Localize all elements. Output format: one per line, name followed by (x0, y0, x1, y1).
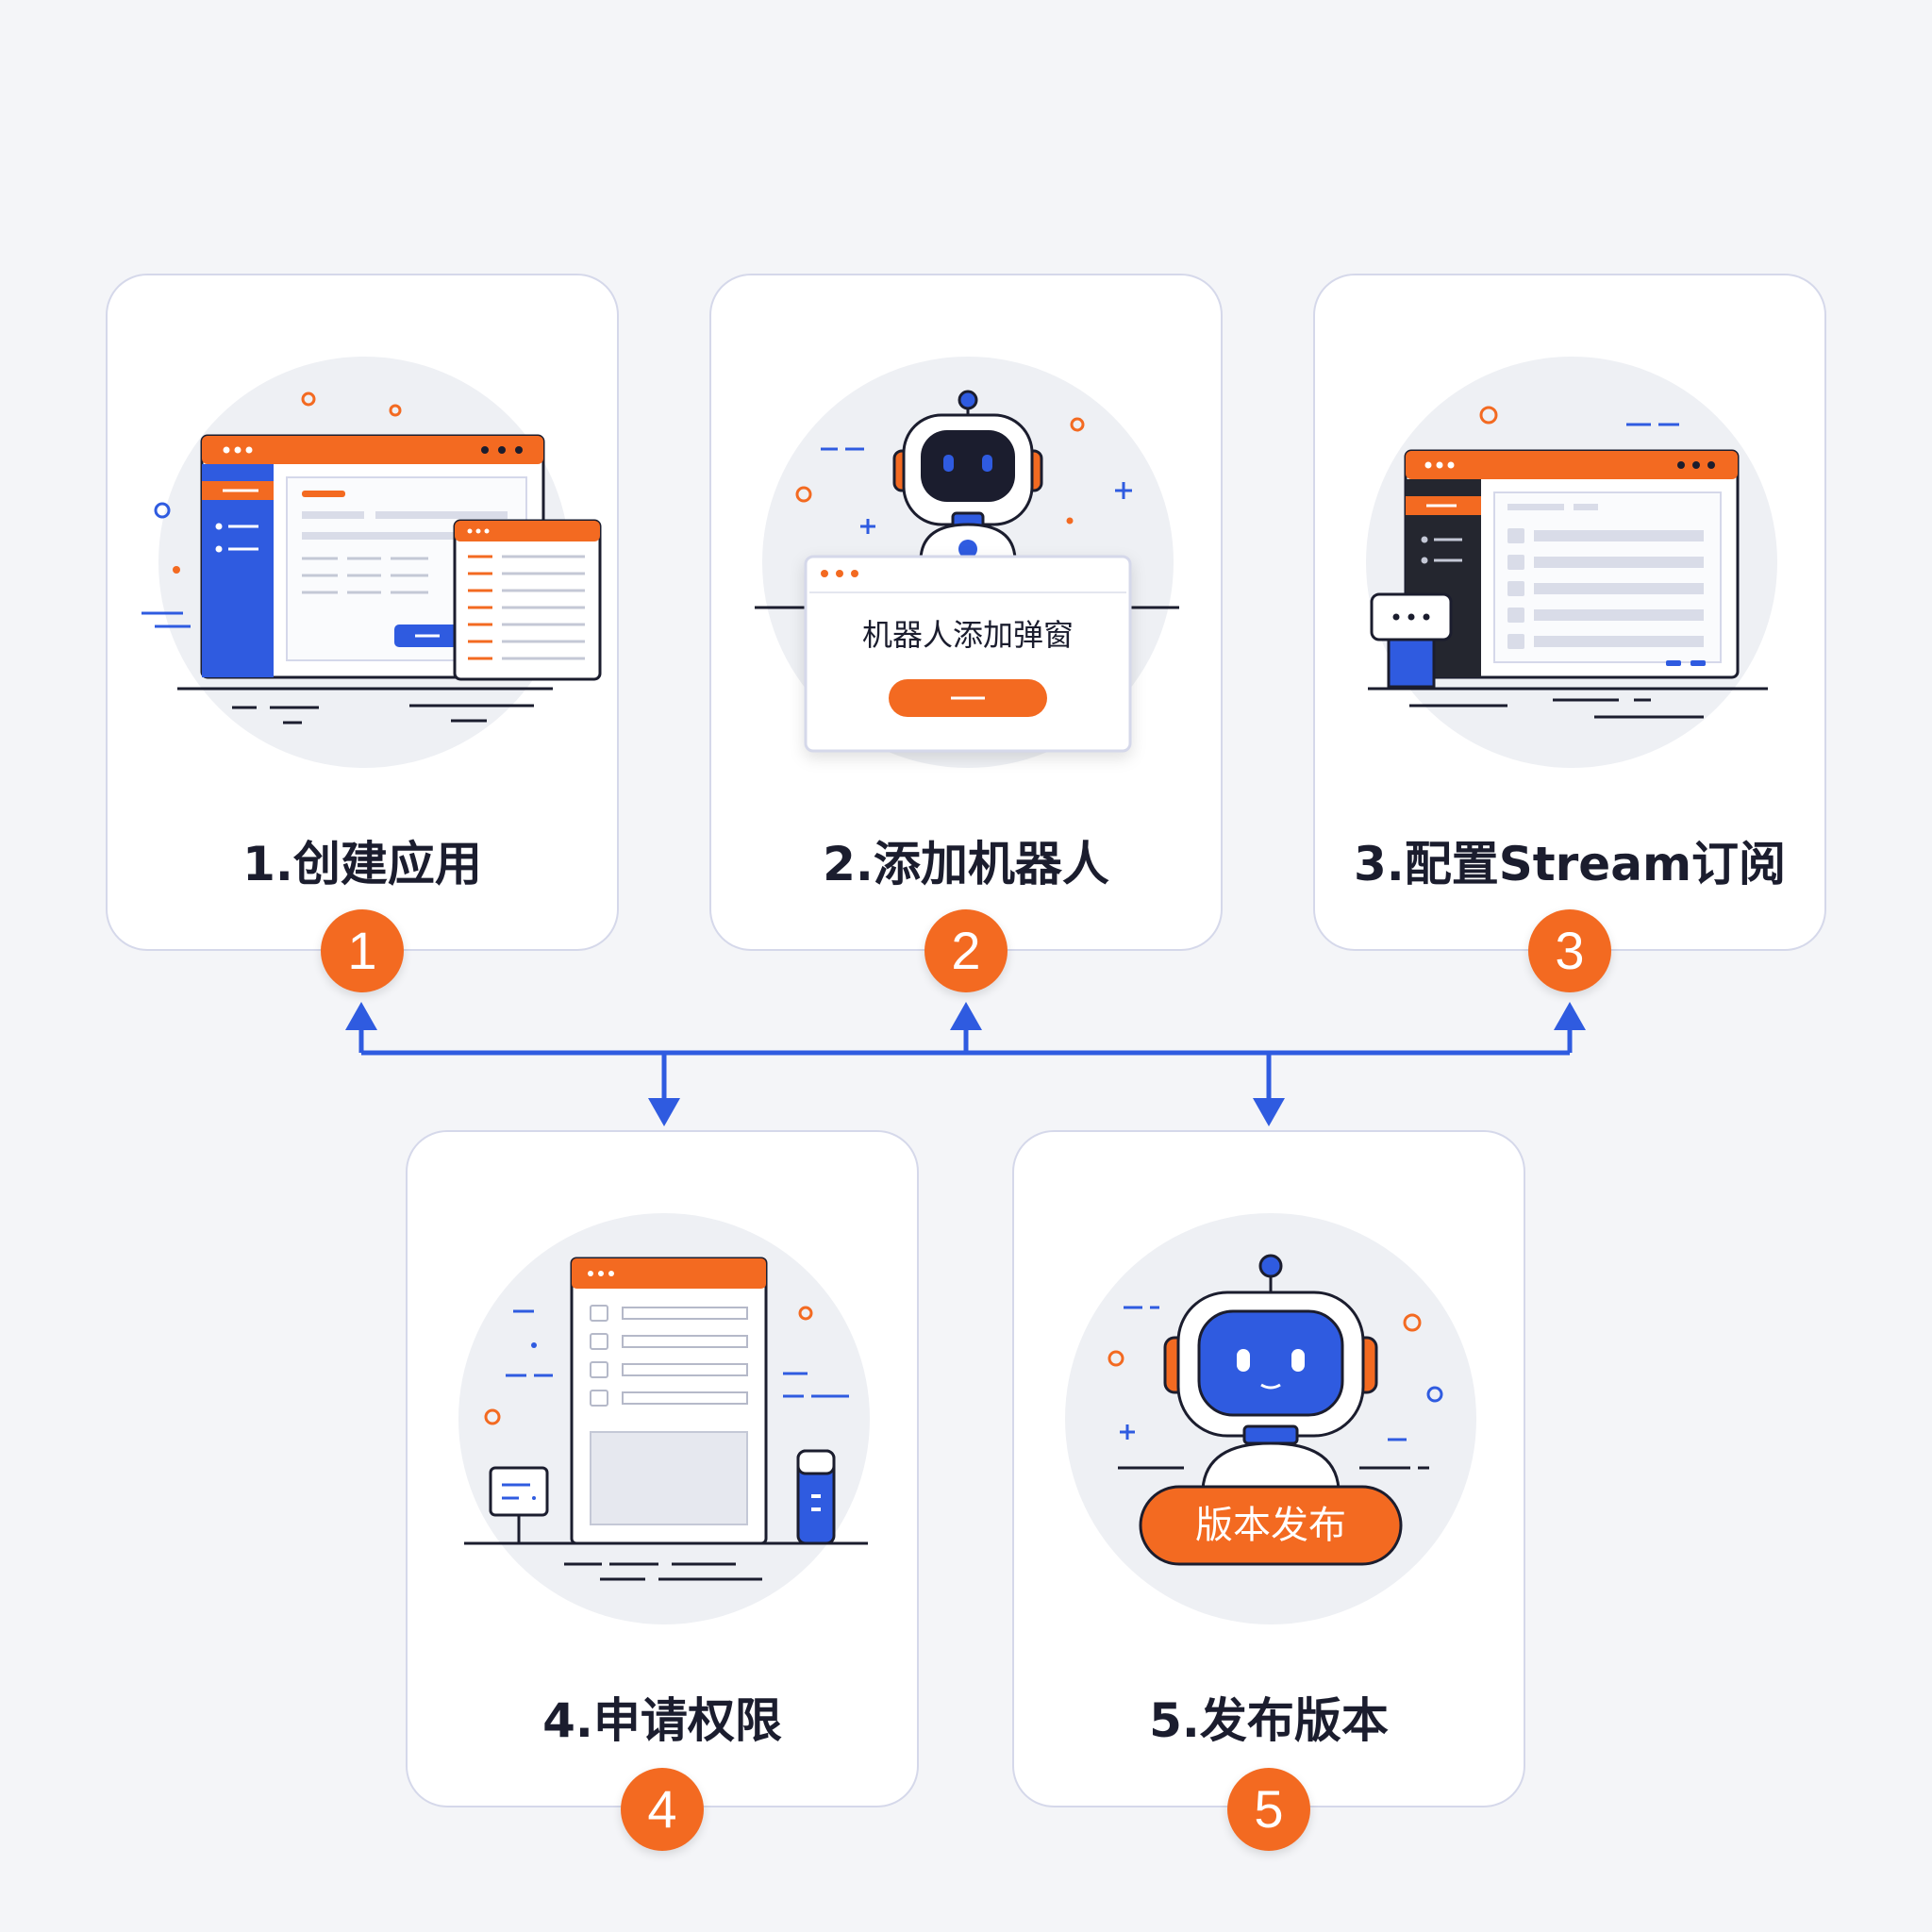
stream-config-illustration (1366, 357, 1777, 768)
robot-dialog-illustration: 机器人添加弹窗 (755, 357, 1179, 768)
step-badge-1: 1 (321, 909, 404, 992)
step-label: 1.创建应用 (242, 837, 482, 891)
robot-release-illustration: 版本发布 (1065, 1213, 1476, 1624)
step-card-configure-stream[interactable]: 3.配置Stream订阅 (1313, 274, 1826, 951)
arrow-down-icon (648, 1098, 680, 1126)
step-card-create-app[interactable]: 1.创建应用 (106, 274, 619, 951)
step-label: 2.添加机器人 (823, 837, 1109, 891)
step-badge-3: 3 (1528, 909, 1611, 992)
permission-form-illustration (458, 1213, 870, 1624)
step-card-request-permission[interactable]: 4.申请权限 (406, 1130, 919, 1807)
arrow-up-icon (345, 1002, 377, 1030)
arrow-up-icon (950, 1002, 982, 1030)
step-card-add-robot[interactable]: 机器人添加弹窗 2.添加机器人 (709, 274, 1223, 951)
step-card-release-version[interactable]: 版本发布 5.发布版本 (1012, 1130, 1525, 1807)
step-badge-2: 2 (924, 909, 1008, 992)
dialog-title: 机器人添加弹窗 (862, 617, 1074, 653)
step-badge-5: 5 (1227, 1768, 1310, 1851)
step-label: 4.申请权限 (542, 1693, 782, 1748)
release-button-text: 版本发布 (1195, 1504, 1346, 1547)
step-label: 3.配置Stream订阅 (1353, 837, 1787, 891)
step-label: 5.发布版本 (1149, 1693, 1389, 1748)
step-badge-4: 4 (621, 1768, 704, 1851)
arrow-down-icon (1253, 1098, 1285, 1126)
app-windows-illustration (142, 357, 602, 768)
arrow-up-icon (1554, 1002, 1586, 1030)
